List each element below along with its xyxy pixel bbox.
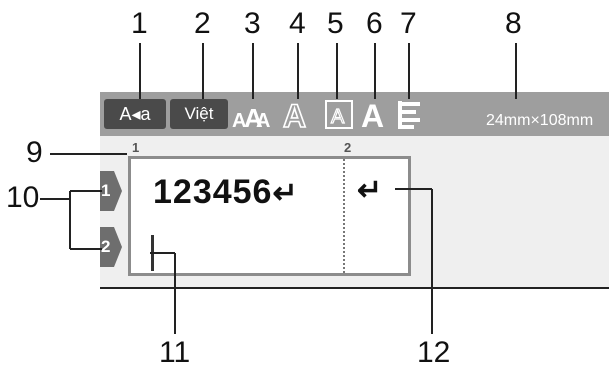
callout-10: 10 <box>6 181 40 214</box>
alignment-icon <box>398 101 420 129</box>
line-number-tab-2: 2 <box>100 227 124 267</box>
callout-11: 11 <box>159 336 191 369</box>
line-number-2: 2 <box>101 237 111 256</box>
frame-icon: A <box>325 100 353 129</box>
line-return-mark: ↵ <box>272 177 299 210</box>
callout-1: 1 <box>131 7 148 40</box>
bold-style-icon: A <box>361 98 384 131</box>
block-divider <box>343 159 345 273</box>
callout-7: 7 <box>400 7 417 40</box>
callout-12: 12 <box>417 336 451 369</box>
outline-style-icon: A <box>282 97 307 131</box>
label-text: 123456 <box>153 173 273 211</box>
callout-9: 9 <box>26 136 43 169</box>
block-end-mark: ↵ <box>357 174 383 207</box>
language-indicator: Việt <box>170 99 228 129</box>
svg-text:A: A <box>256 110 270 131</box>
svg-text:A: A <box>283 98 306 131</box>
label-size-indicator: 24mm×108mm <box>486 112 594 129</box>
font-size-icon: A A A <box>232 103 270 131</box>
svg-text:A: A <box>244 103 263 131</box>
svg-text:A: A <box>331 106 345 128</box>
callout-2: 2 <box>194 7 211 40</box>
line-number-tab-1: 1 <box>100 171 124 211</box>
callout-4: 4 <box>289 7 306 40</box>
callout-8: 8 <box>505 7 522 40</box>
block-number-2: 2 <box>344 140 352 155</box>
line-number-1: 1 <box>101 181 111 200</box>
status-bar: A◂a Việt A A A A A A 24mm×108mm <box>100 92 609 136</box>
callout-5: 5 <box>327 7 344 40</box>
label-text-line-1: 123456↵ <box>153 173 299 212</box>
block-number-1: 1 <box>132 140 140 155</box>
callout-3: 3 <box>244 7 261 40</box>
svg-text:A: A <box>232 110 246 131</box>
callout-6: 6 <box>366 7 383 40</box>
svg-text:A: A <box>361 98 384 131</box>
input-mode-indicator: A◂a <box>104 99 166 129</box>
